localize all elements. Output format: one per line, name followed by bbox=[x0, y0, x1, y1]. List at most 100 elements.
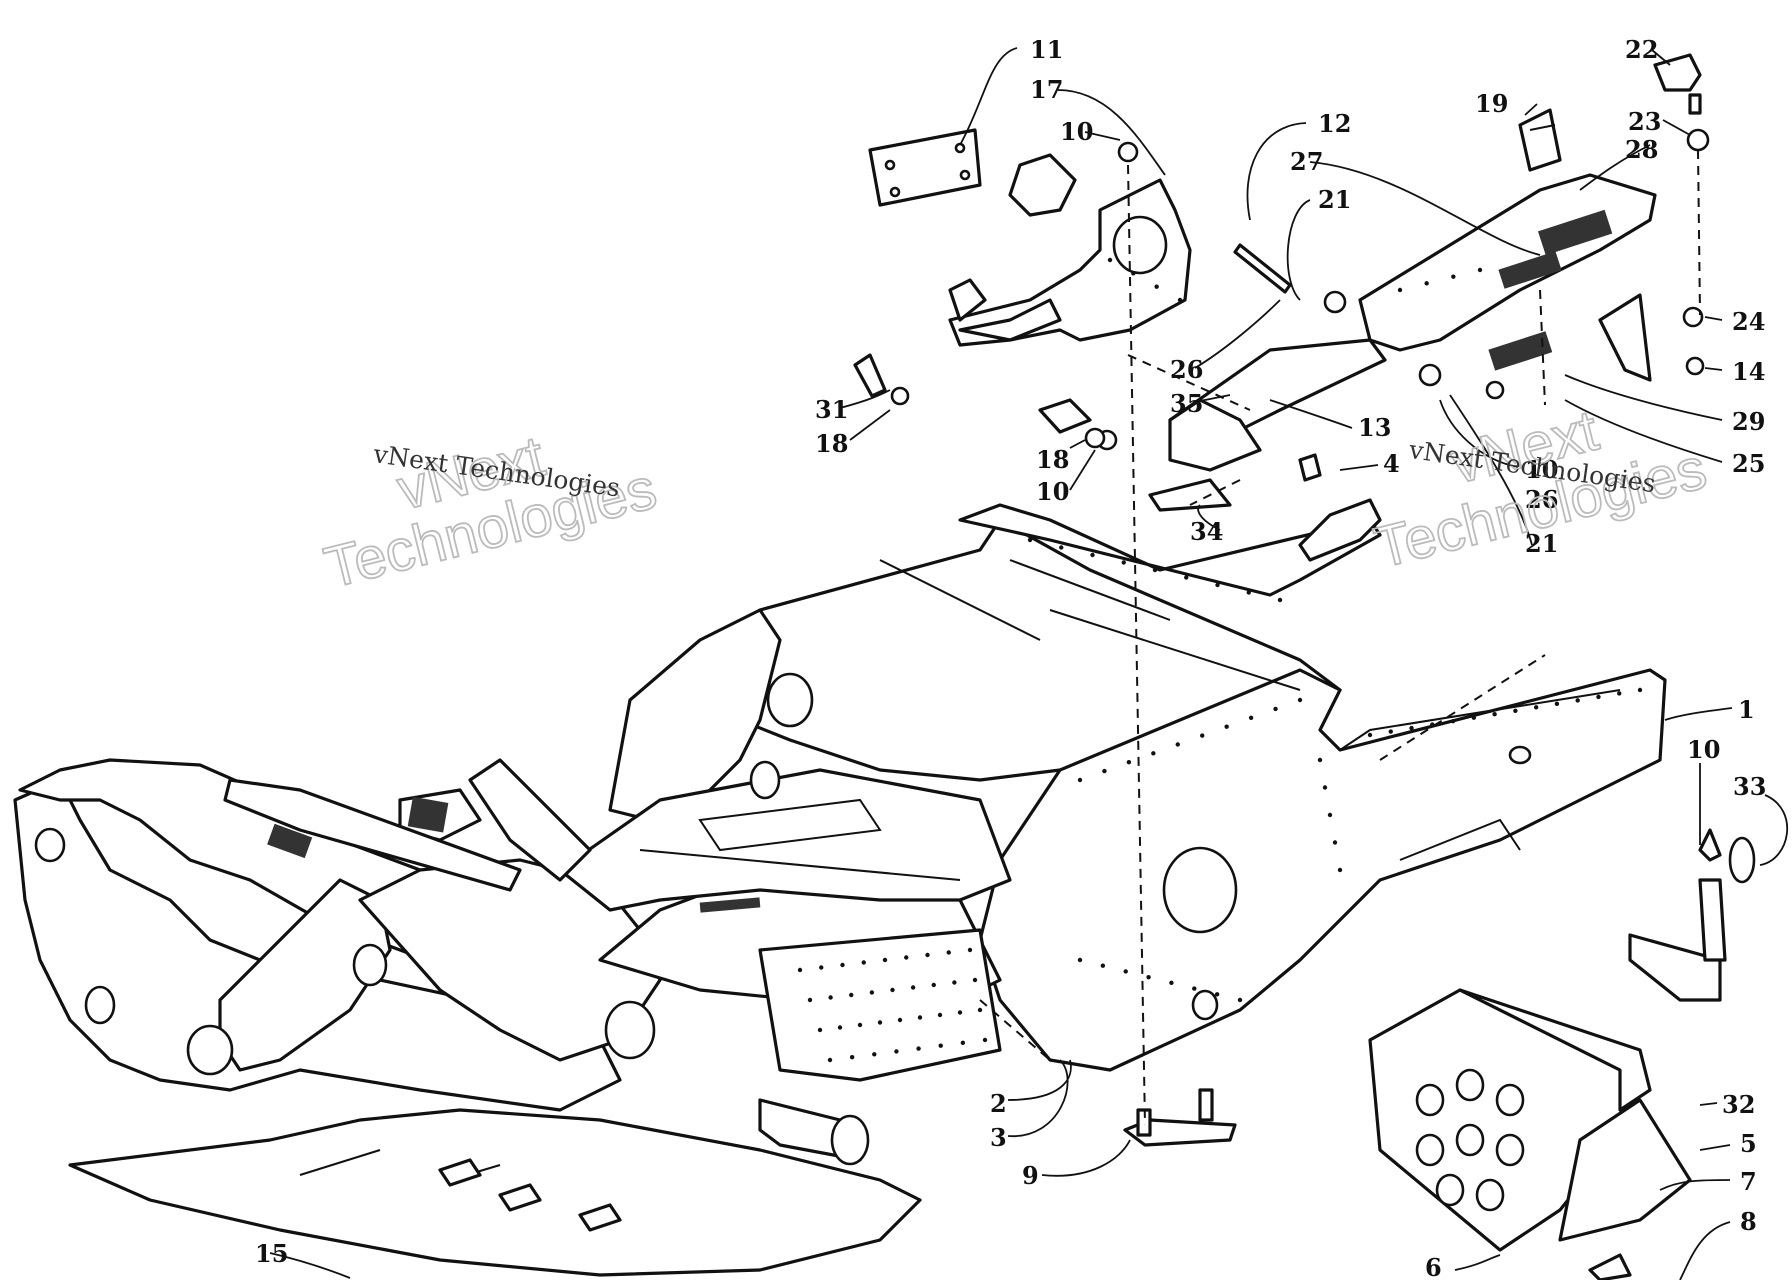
plate-11 bbox=[868, 128, 982, 207]
assembly-lines bbox=[979, 149, 1701, 1126]
rivet-dot bbox=[972, 977, 978, 983]
rivet-dot bbox=[1192, 986, 1197, 991]
rivet-dot bbox=[1451, 274, 1456, 279]
rivet-dot bbox=[1175, 742, 1180, 747]
rivet-dot bbox=[1102, 768, 1107, 774]
rivet-dot bbox=[797, 967, 803, 973]
skid-pan-assembly bbox=[1368, 988, 1692, 1280]
rivet-dot bbox=[1327, 812, 1333, 818]
callout-34: 34 bbox=[1190, 517, 1223, 546]
rivet-dot bbox=[1450, 718, 1456, 724]
rivet-dot bbox=[1177, 297, 1183, 303]
callout-18: 18 bbox=[815, 429, 848, 458]
foot-bracket-33 bbox=[1628, 836, 1756, 1002]
rivet-dot bbox=[1332, 840, 1338, 845]
rivet-dot bbox=[952, 980, 957, 985]
rivet-dot bbox=[1224, 724, 1229, 729]
callout-21: 21 bbox=[1525, 529, 1558, 558]
rivet-dot bbox=[960, 1040, 966, 1046]
callout-labels: 11 17 10 12 27 21 19 22 23 28 24 14 29 2… bbox=[255, 35, 1766, 1280]
rivet-dot bbox=[882, 957, 888, 963]
rivet-dot bbox=[894, 1049, 899, 1054]
rivet-dot bbox=[1554, 701, 1560, 707]
callout-29: 29 bbox=[1732, 407, 1765, 436]
rivet-dot bbox=[1214, 992, 1220, 997]
callout-15: 15 bbox=[255, 1239, 288, 1268]
callout-17: 17 bbox=[1030, 75, 1063, 104]
knob-22 bbox=[1653, 53, 1710, 152]
hardware bbox=[853, 141, 1722, 862]
rivet-dot bbox=[1596, 694, 1601, 700]
rivet-dot bbox=[1123, 969, 1128, 974]
callout-22: 22 bbox=[1625, 35, 1658, 64]
callout-19: 19 bbox=[1475, 89, 1508, 118]
rivet-dot bbox=[1152, 567, 1158, 573]
rivet-dot bbox=[1246, 590, 1251, 595]
rivet-dot bbox=[1077, 957, 1083, 963]
callout-12: 12 bbox=[1318, 109, 1351, 138]
rivet-dot bbox=[1273, 706, 1278, 712]
rivet-dot bbox=[1027, 537, 1033, 543]
callout-28: 28 bbox=[1625, 135, 1658, 164]
rivet-dot bbox=[938, 1043, 943, 1048]
rivet-dot bbox=[869, 990, 875, 995]
rivet-dot bbox=[957, 1010, 963, 1015]
clip-19 bbox=[1518, 108, 1562, 172]
rivet-dot bbox=[1533, 705, 1539, 710]
callout-26: 26 bbox=[1525, 485, 1558, 514]
rivet-dot bbox=[1090, 552, 1095, 558]
rivet-dot bbox=[827, 1057, 833, 1063]
arm-13 bbox=[1168, 338, 1387, 472]
rivet-dot bbox=[1492, 712, 1497, 717]
rivet-dot bbox=[807, 997, 813, 1003]
rivet-dot bbox=[1154, 284, 1159, 289]
rivet-dot bbox=[910, 985, 916, 990]
callout-10: 10 bbox=[1036, 477, 1069, 506]
callout-10: 10 bbox=[1687, 735, 1720, 764]
callout-24: 24 bbox=[1732, 307, 1765, 336]
rivet-dot bbox=[1337, 867, 1343, 873]
rivet-dot bbox=[1107, 257, 1113, 263]
callout-6: 6 bbox=[1425, 1253, 1442, 1280]
callout-26: 26 bbox=[1170, 355, 1203, 384]
watermark-left: vNext Technologies vNext Technologies bbox=[317, 423, 663, 602]
rivet-dot bbox=[1409, 725, 1414, 731]
rivet-dot bbox=[1077, 777, 1083, 783]
rivet-dot bbox=[1297, 697, 1303, 703]
callout-7: 7 bbox=[1740, 1167, 1757, 1196]
rivet-dot bbox=[1151, 751, 1156, 756]
rivet-dot bbox=[1146, 974, 1151, 980]
rivet-dot bbox=[1424, 281, 1429, 286]
rivet-dot bbox=[937, 1012, 943, 1018]
rivet-dot bbox=[1513, 708, 1518, 713]
callout-14: 14 bbox=[1732, 357, 1765, 386]
rivet-dots bbox=[797, 257, 1643, 1063]
rivet-dot bbox=[849, 1054, 855, 1060]
callout-27: 27 bbox=[1290, 147, 1323, 176]
callout-1: 1 bbox=[1738, 695, 1755, 724]
rivet-dot bbox=[897, 1017, 903, 1023]
callout-21: 21 bbox=[1318, 185, 1351, 214]
pin-9 bbox=[1123, 1088, 1237, 1147]
rivet-dot bbox=[1131, 271, 1136, 276]
rivet-dot bbox=[840, 962, 845, 968]
rivet-dot bbox=[1317, 757, 1323, 763]
rivet-dot bbox=[1121, 560, 1126, 565]
rivet-dot bbox=[1575, 698, 1580, 703]
rivet-dot bbox=[931, 982, 936, 988]
callout-4: 4 bbox=[1383, 449, 1400, 478]
rivet-dot bbox=[1397, 287, 1403, 293]
rivet-dot bbox=[1277, 597, 1283, 603]
rivet-dot bbox=[1471, 715, 1477, 720]
rivet-dot bbox=[849, 992, 854, 998]
callout-32: 32 bbox=[1722, 1090, 1755, 1119]
rivet-dot bbox=[1100, 963, 1106, 968]
rivet-dot bbox=[1200, 733, 1205, 738]
plate-34 bbox=[1148, 478, 1232, 512]
rivet-dot bbox=[982, 1037, 988, 1043]
rivet-dot bbox=[1477, 267, 1483, 273]
rivet-dot bbox=[837, 1025, 843, 1030]
callout-35: 35 bbox=[1170, 389, 1203, 418]
callout-25: 25 bbox=[1732, 449, 1765, 478]
